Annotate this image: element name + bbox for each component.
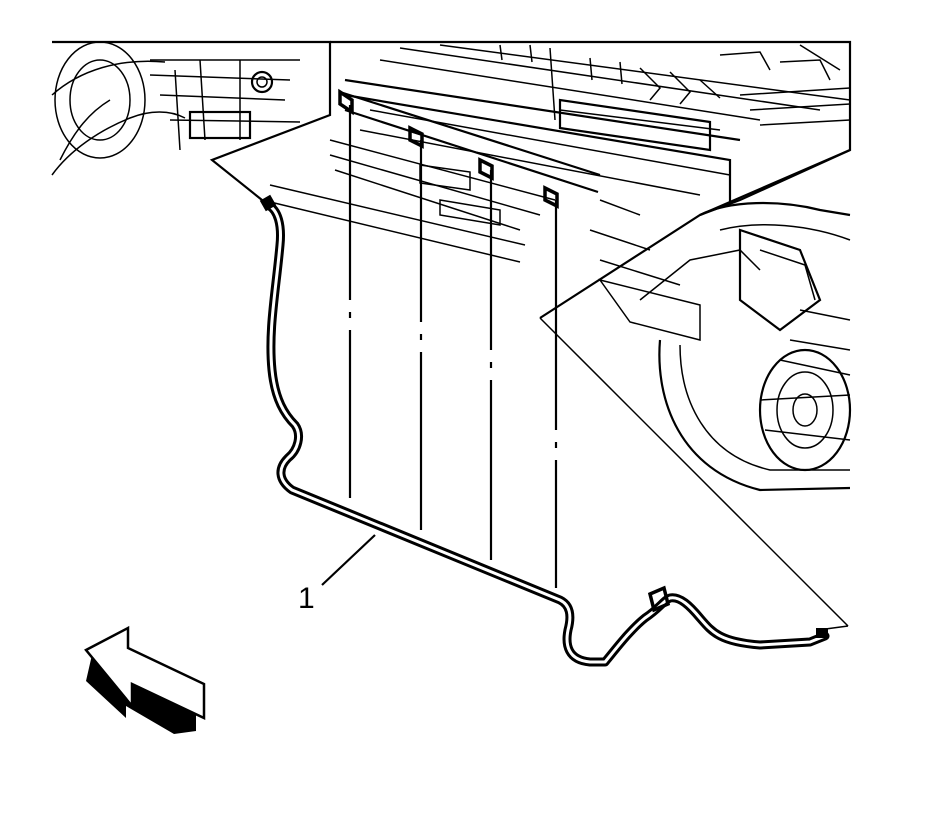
callout-1: 1 xyxy=(298,534,376,615)
callout-leader xyxy=(321,534,376,586)
line-assembly xyxy=(259,194,830,667)
arrow-forward-icon xyxy=(84,625,206,734)
callout-label: 1 xyxy=(298,582,315,615)
clip-leader-lines xyxy=(348,105,558,588)
vehicle-underbody xyxy=(51,40,852,492)
